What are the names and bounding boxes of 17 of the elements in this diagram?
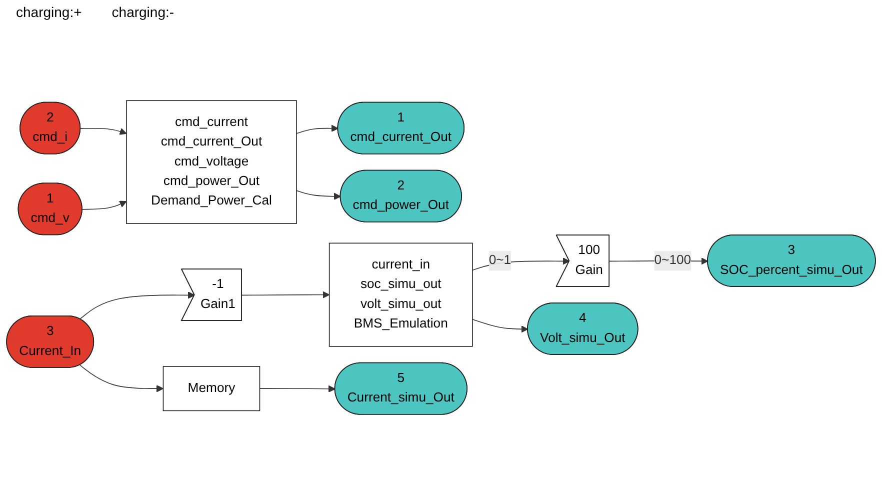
node-box: cmd_current cmd_current_Out cmd_voltage cmd_power_Out Demand_Power_Cal xyxy=(126,100,297,224)
arrow xyxy=(472,318,528,333)
arrow xyxy=(242,291,330,298)
arrow xyxy=(472,258,570,271)
node-box: current_in soc_simu_out volt_simu_out BMS_Emulation xyxy=(328,242,473,347)
arrow xyxy=(296,190,341,200)
arrow xyxy=(296,124,338,134)
arrow xyxy=(80,128,127,135)
arrow xyxy=(80,364,164,392)
note-label: charging:+ xyxy=(16,4,82,20)
arrow xyxy=(259,385,336,392)
note-label: charging:- xyxy=(112,4,174,20)
node-box: Memory xyxy=(162,366,260,412)
arrow xyxy=(82,200,127,210)
edge-label: 0~100 xyxy=(654,253,692,268)
edge-label: 0~1 xyxy=(488,253,512,268)
arrow xyxy=(80,292,196,320)
